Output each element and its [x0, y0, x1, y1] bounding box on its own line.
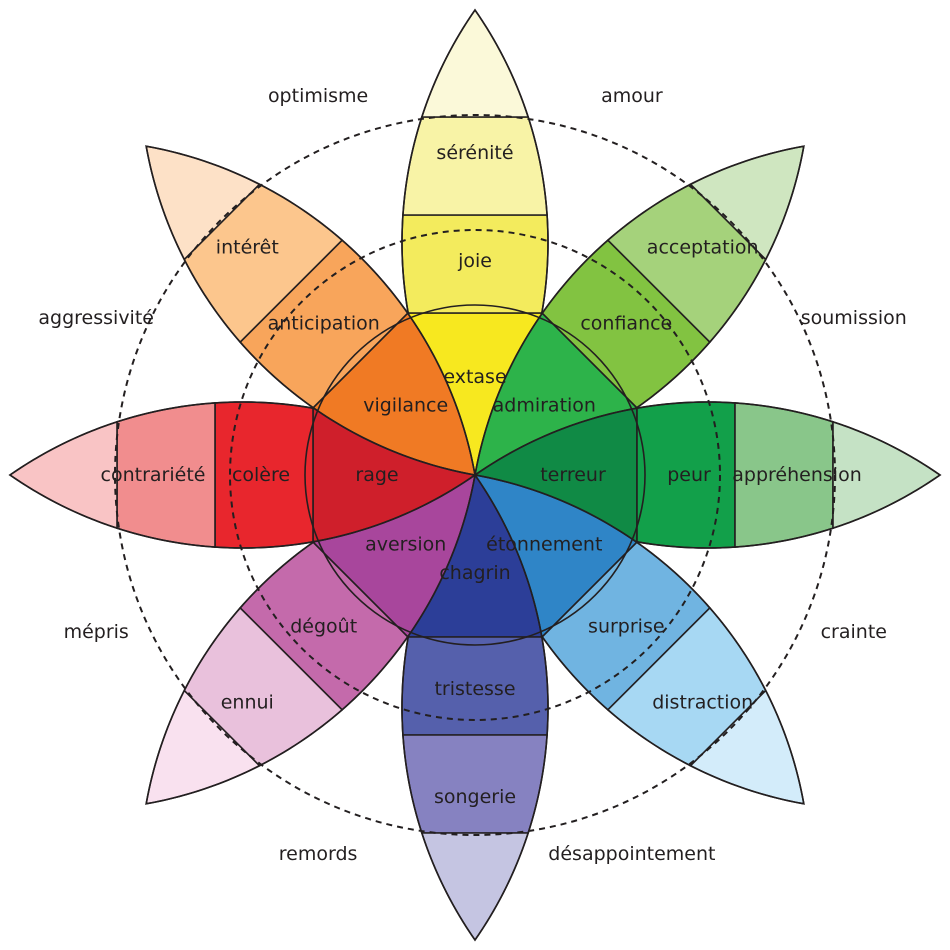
emotion-label-anger-1: rage: [355, 464, 398, 486]
emotion-label-anticipation-2: anticipation: [268, 313, 380, 335]
dyad-label-8: optimisme: [268, 85, 368, 107]
emotion-label-joy-1: extase: [443, 366, 506, 388]
emotion-label-trust-2: confiance: [580, 313, 672, 335]
emotion-label-fear-2: peur: [667, 464, 711, 486]
emotion-label-surprise-3: distraction: [652, 692, 753, 714]
dyad-labels-layer: amour soumission crainte désappointement rem…: [38, 85, 906, 865]
emotion-label-anticipation-1: vigilance: [363, 395, 448, 417]
petal-disgust: [145, 473, 477, 805]
petal-trust: [473, 145, 805, 477]
petal-sadness-tier-4: [420, 832, 530, 942]
petal-anticipation-outline: [145, 145, 477, 477]
emotion-label-trust-1: admiration: [493, 395, 596, 417]
emotion-label-surprise-1: étonnement: [486, 533, 602, 555]
dyad-label-3: crainte: [821, 621, 887, 643]
petal-anticipation: [145, 145, 477, 477]
emotion-labels-layer: extase joie sérénité admiration confiance acc…: [101, 142, 862, 808]
emotion-label-sadness-3: songerie: [434, 786, 516, 808]
emotion-label-disgust-2: dégoût: [290, 615, 357, 637]
inner-ring: [304, 304, 646, 646]
emotion-label-sadness-1: chagrin: [439, 562, 510, 584]
dashed-ring-1: [229, 229, 721, 721]
emotion-label-joy-2: joie: [457, 250, 492, 272]
petal-joy-tier-3: [402, 116, 548, 216]
dyad-label-6: mépris: [64, 621, 129, 643]
emotion-label-disgust-1: aversion: [365, 533, 446, 555]
emotion-label-trust-3: acceptation: [647, 236, 759, 258]
emotion-label-anticipation-3: intérêt: [216, 236, 279, 258]
petal-sadness-tier-3: [402, 734, 548, 834]
emotion-label-surprise-2: surprise: [588, 615, 665, 637]
dyad-label-5: remords: [279, 843, 358, 865]
dyad-label-1: amour: [601, 85, 663, 107]
emotion-label-anger-3: contrariété: [101, 464, 206, 486]
petal-joy-tier-4: [420, 8, 530, 118]
petal-surprise: [473, 473, 805, 805]
emotion-label-fear-3: appréhension: [732, 464, 861, 486]
emotion-label-fear-1: terreur: [540, 464, 606, 486]
emotion-label-disgust-3: ennui: [221, 692, 274, 714]
petal-anger: [8, 401, 477, 549]
emotion-label-joy-3: sérénité: [436, 142, 513, 164]
dyad-label-7: aggressivité: [38, 307, 154, 329]
rings-layer: [114, 114, 836, 836]
emotion-label-anger-2: colère: [232, 464, 290, 486]
petal-sadness: [401, 473, 549, 942]
emotion-label-sadness-2: tristesse: [434, 678, 515, 700]
dyad-label-4: désappointement: [548, 843, 715, 865]
dashed-ring-2: [114, 114, 836, 836]
dyad-label-2: soumission: [801, 307, 907, 329]
petals-layer: [8, 8, 942, 942]
petal-fear: [473, 401, 942, 549]
